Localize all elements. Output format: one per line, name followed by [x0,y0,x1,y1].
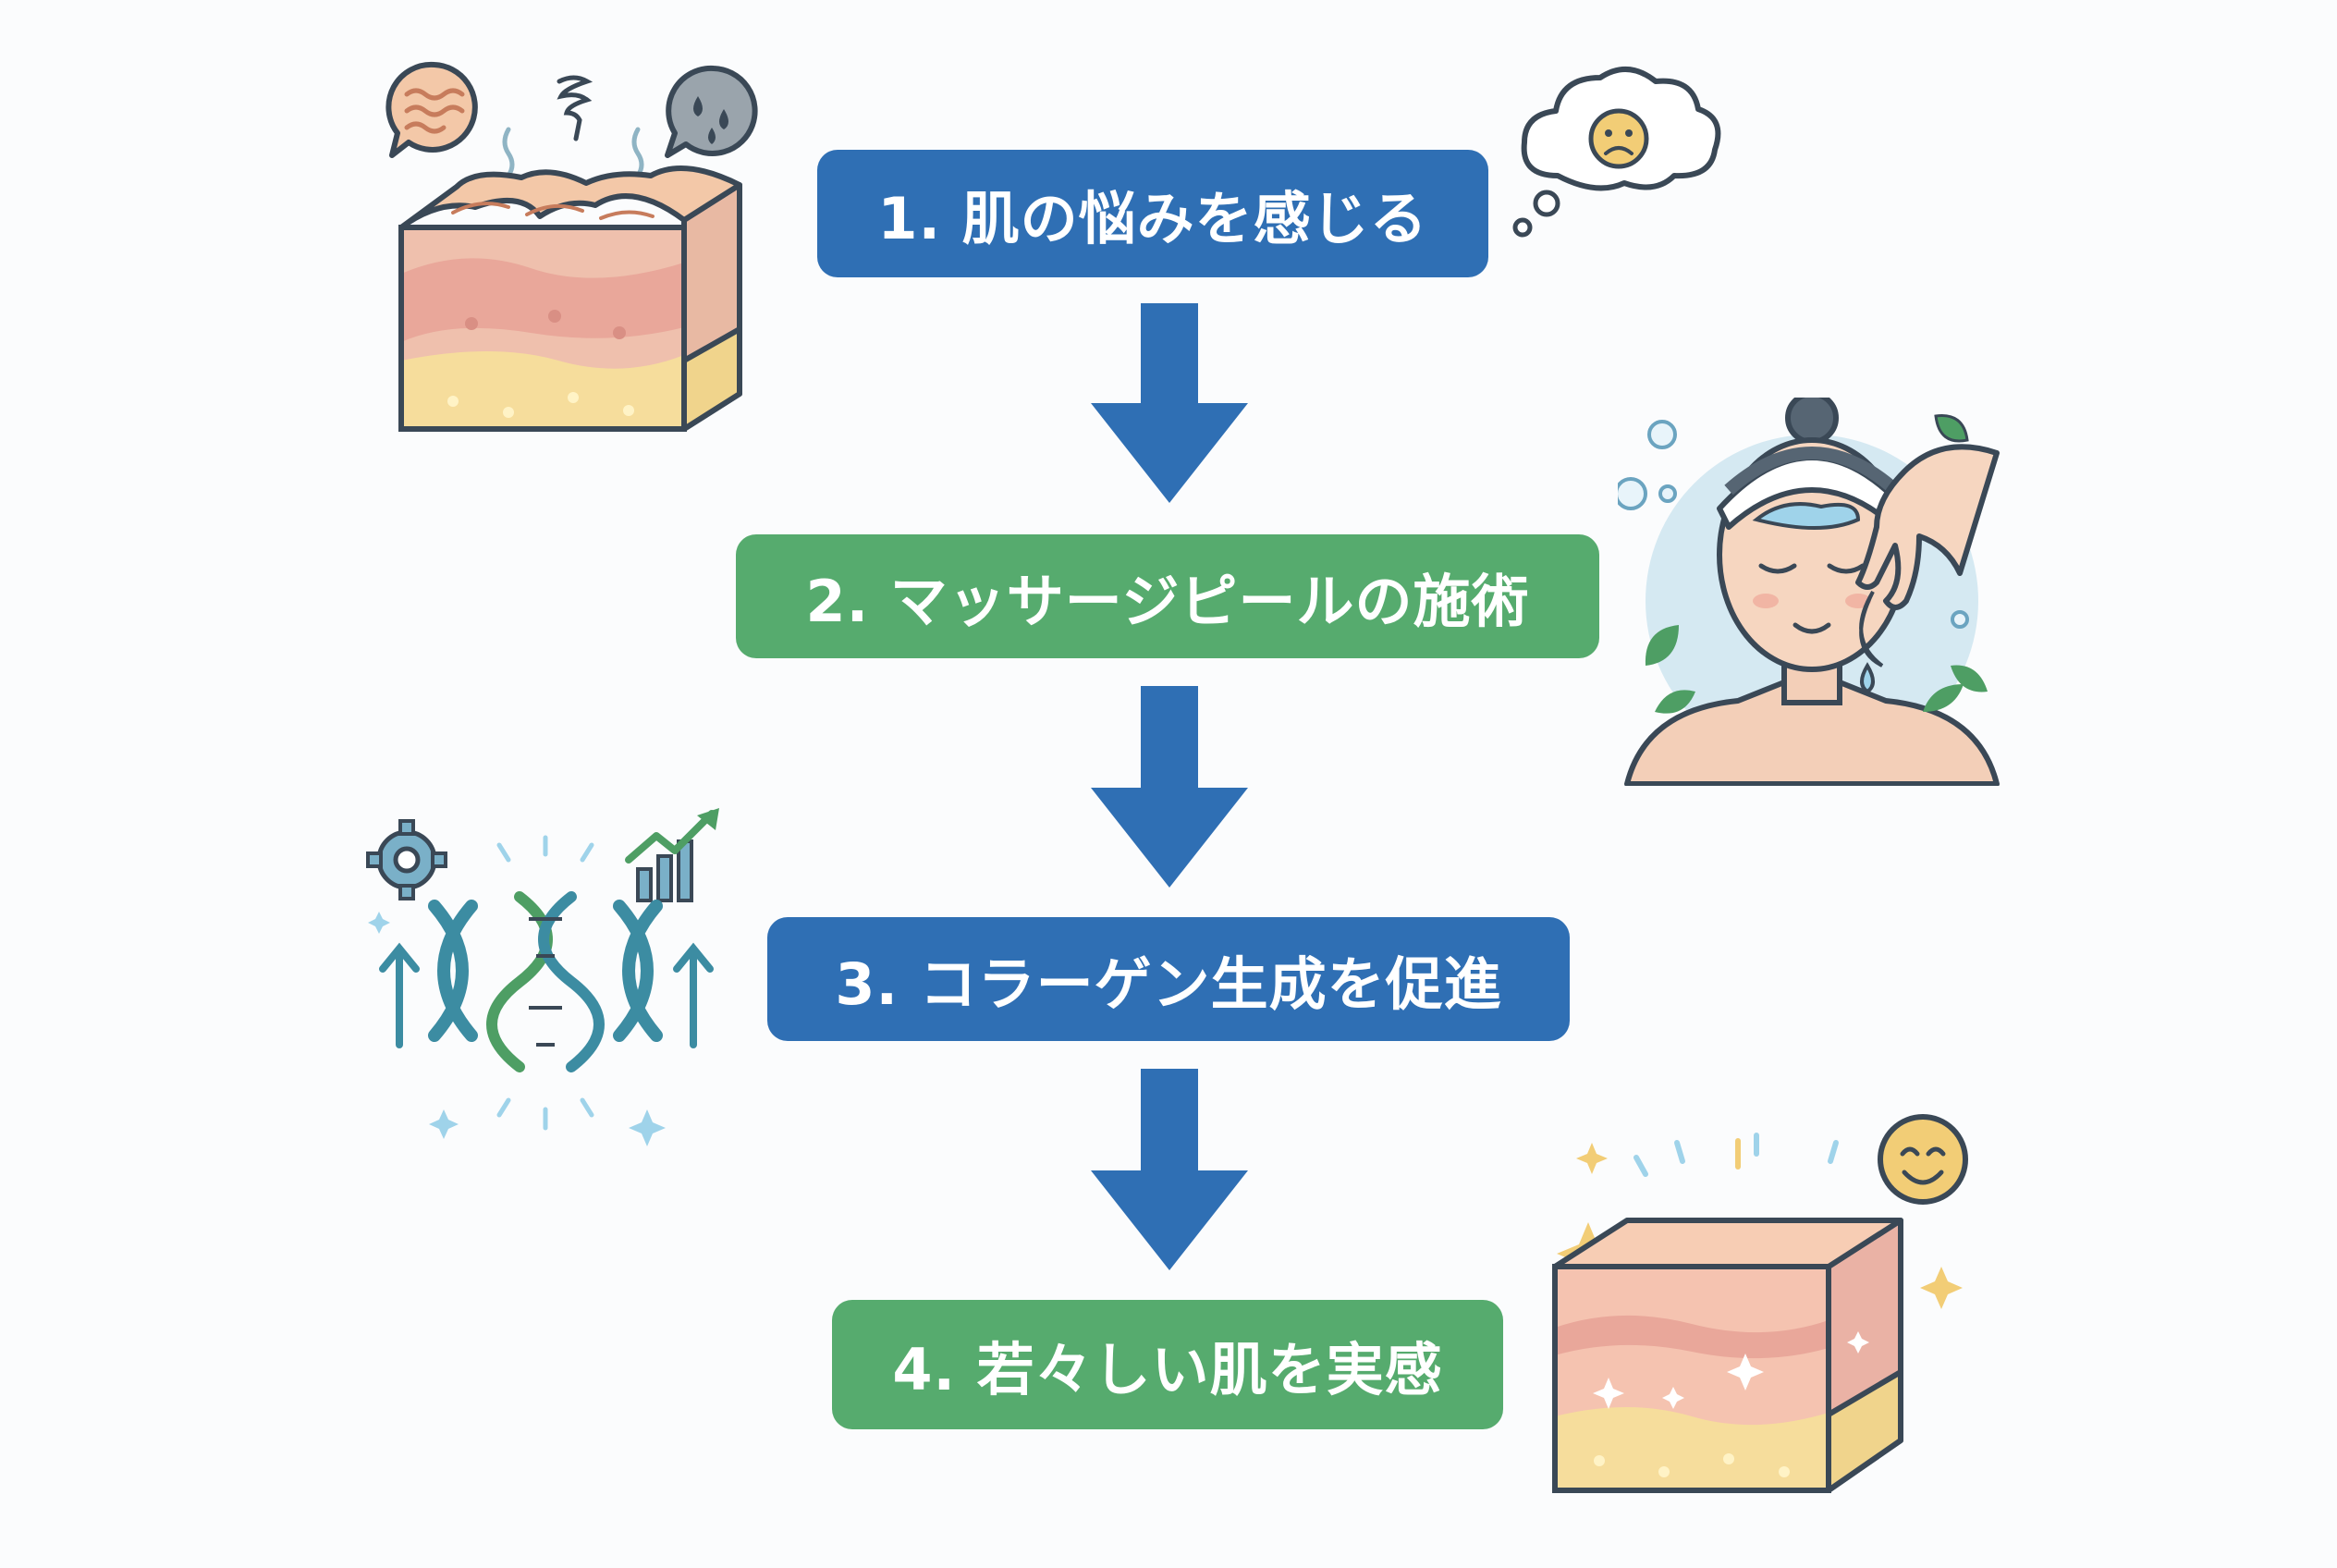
step-3-label: 3. コラーゲン生成を促進 [835,950,1502,1018]
healthy-skin-block-icon [1552,1114,1968,1493]
gear-icon [366,819,447,900]
down-arrow-3 [1091,1069,1248,1270]
sparkle-icon [368,912,666,1146]
collagen-dna-icon [366,808,719,1146]
step-2-box: 2. マッサージピールの施術 [736,534,1599,658]
wrinkle-speech-bubble-icon [385,61,478,158]
step-1-label: 1. 肌の悩みを感じる [877,185,1428,252]
step-2-label: 2. マッサージピールの施術 [805,568,1530,635]
down-arrow-1 [1091,303,1248,503]
damaged-skin-block-icon [385,61,758,432]
facial-massage-icon [1618,398,2000,786]
step-3-box: 3. コラーゲン生成を促進 [767,917,1570,1041]
down-arrow-2 [1091,686,1248,888]
step-4-label: 4. 若々しい肌を実感 [892,1336,1443,1403]
smiley-face-icon [1878,1114,1968,1205]
sad-thought-cloud-icon [1512,66,1721,238]
step-1-box: 1. 肌の悩みを感じる [817,150,1488,277]
growth-chart-icon [625,808,719,902]
step-4-box: 4. 若々しい肌を実感 [832,1300,1503,1429]
droplets-speech-bubble-icon [665,65,758,158]
